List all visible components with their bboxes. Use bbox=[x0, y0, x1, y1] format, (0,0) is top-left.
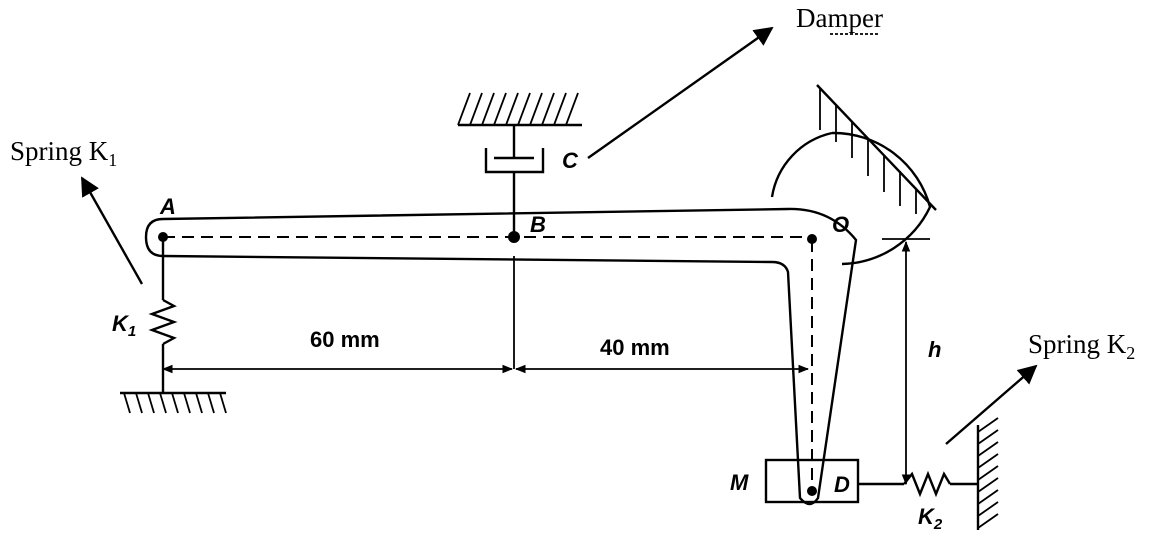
spring-k1-callout-arrow bbox=[80, 176, 144, 285]
spring-k1-label: Spring K1 bbox=[10, 136, 117, 170]
damper-dashpot bbox=[484, 125, 545, 236]
spring-k2 bbox=[858, 470, 978, 498]
k2-label: K2 bbox=[918, 504, 943, 533]
height-h-label: h bbox=[928, 337, 941, 362]
damper-label: Damper bbox=[796, 3, 883, 33]
point-c-label: C bbox=[562, 148, 579, 173]
pivot-support-o bbox=[770, 84, 937, 266]
point-d-dot bbox=[807, 486, 817, 496]
mass-m-label: M bbox=[730, 470, 749, 495]
damper-callout-arrow bbox=[587, 26, 774, 159]
point-o-label: O bbox=[832, 212, 849, 237]
mass-m-block bbox=[764, 458, 860, 504]
damper-ground-support bbox=[457, 92, 582, 127]
point-b-label: B bbox=[530, 212, 546, 237]
bell-crank-lever bbox=[144, 207, 858, 506]
spring-k2-label: Spring K2 bbox=[1028, 329, 1135, 363]
dimension-40mm-label: 40 mm bbox=[600, 335, 670, 360]
k1-label: K1 bbox=[112, 311, 136, 340]
point-d-label: D bbox=[834, 472, 850, 497]
point-b-dot bbox=[508, 231, 520, 243]
k2-wall-support bbox=[976, 417, 999, 530]
k1-ground-support bbox=[120, 391, 227, 414]
dimension-60mm-label: 60 mm bbox=[310, 327, 380, 352]
point-a-label: A bbox=[159, 194, 176, 219]
point-o-dot bbox=[807, 234, 817, 244]
spring-k2-callout-arrow bbox=[945, 364, 1038, 445]
